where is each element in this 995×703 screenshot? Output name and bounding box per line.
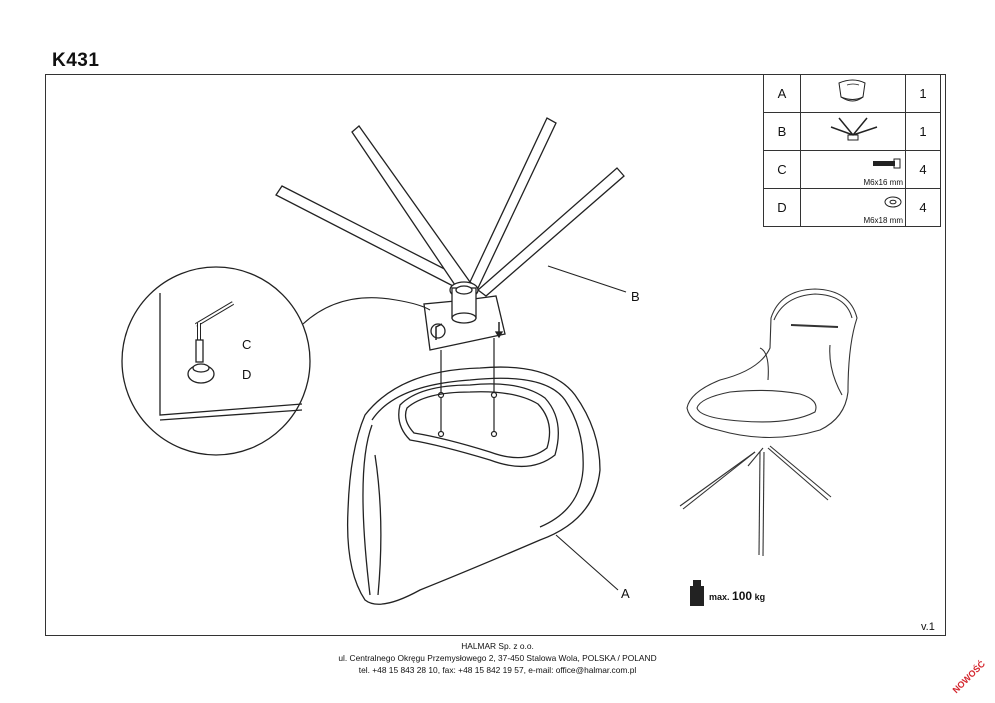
part-letter: D [763, 188, 801, 227]
parts-table: A 1 B 1 C [763, 74, 941, 227]
version-label: v.1 [921, 621, 935, 633]
leg-frame-drawing [275, 117, 625, 351]
leader-lines [302, 265, 627, 591]
chair-preview [679, 288, 858, 557]
part-size: M6x16 mm [863, 178, 903, 187]
label-b: B [631, 289, 640, 304]
part-picture [800, 74, 906, 113]
parts-row: A 1 [763, 74, 941, 113]
washer-icon [884, 196, 902, 208]
model-title: K431 [52, 50, 100, 71]
drawing-frame [45, 74, 946, 636]
bolt-guides [437, 338, 498, 438]
parts-row: C M6x16 mm 4 [763, 150, 941, 189]
part-qty: 1 [905, 74, 941, 113]
footer: HALMAR Sp. z o.o. ul. Centralnego Okręgu… [0, 640, 995, 676]
max-load-value: 100 [732, 589, 753, 603]
weight-icon [690, 580, 704, 606]
label-d: D [242, 367, 252, 382]
part-picture: M6x16 mm [800, 150, 906, 189]
part-qty: 4 [905, 188, 941, 227]
part-picture: M6x18 mm [800, 188, 906, 227]
seat-drawing [346, 366, 601, 605]
part-size: M6x18 mm [863, 216, 903, 225]
seat-icon [838, 79, 866, 102]
leg-frame-icon [830, 117, 878, 141]
footer-company: HALMAR Sp. z o.o. [461, 641, 534, 651]
footer-address: ul. Centralnego Okręgu Przemysłowego 2, … [338, 653, 657, 663]
parts-row: D M6x18 mm 4 [763, 188, 941, 227]
max-load-unit: kg [754, 592, 766, 602]
parts-row: B 1 [763, 112, 941, 151]
part-letter: A [763, 74, 801, 113]
footer-contact: tel. +48 15 843 28 10, fax: +48 15 842 1… [358, 665, 637, 675]
max-load: max. 100 kg [709, 589, 765, 603]
label-a: A [621, 586, 630, 601]
label-c: C [242, 337, 252, 352]
max-load-prefix: max. [709, 592, 730, 602]
part-qty: 1 [905, 112, 941, 151]
detail-circle [121, 266, 311, 456]
bolt-icon [873, 158, 901, 169]
part-picture [800, 112, 906, 151]
